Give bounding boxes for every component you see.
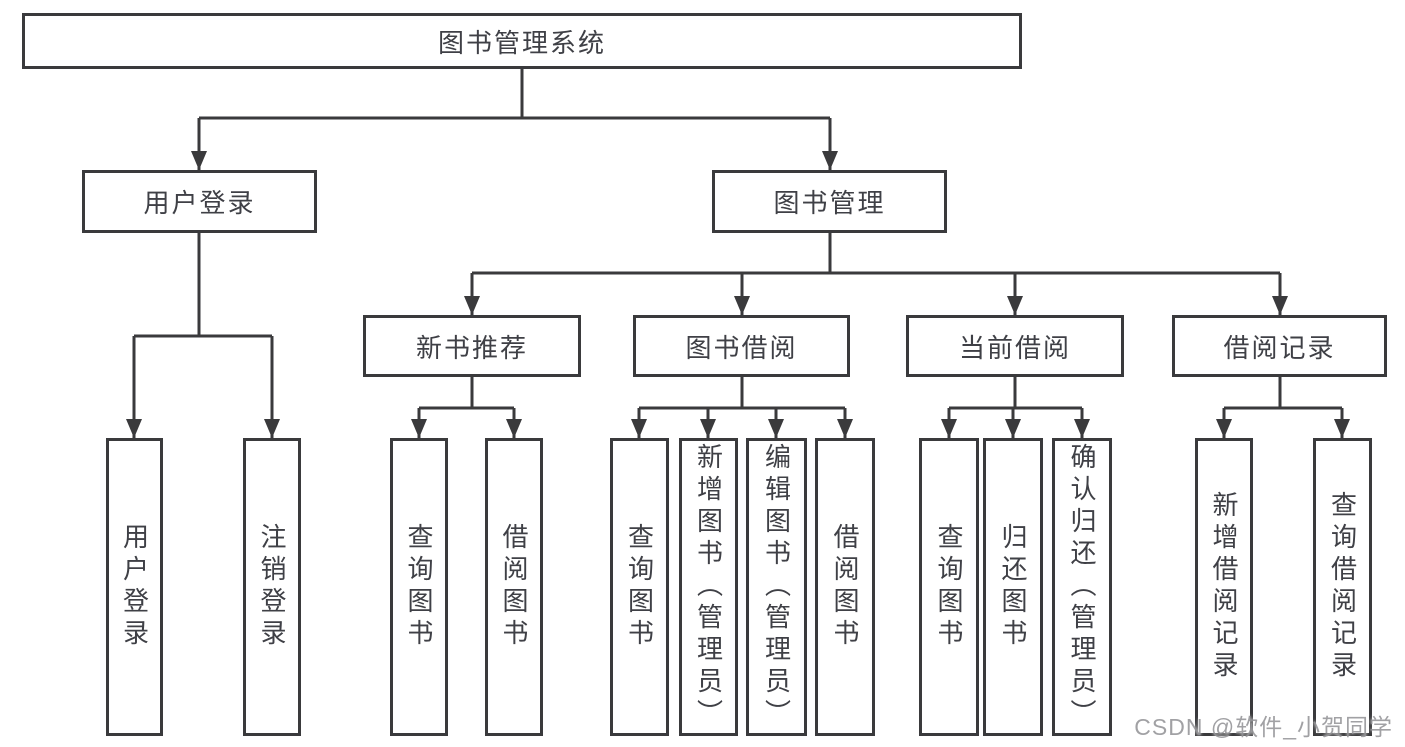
arrowhead: [768, 419, 784, 438]
node-label: 查询借阅记录: [1327, 491, 1358, 683]
leaf-return-book: 归还图书: [983, 438, 1043, 736]
node-label: 图书管理系统: [437, 27, 606, 58]
node-borrow-records: 借阅记录: [1172, 315, 1387, 377]
node-label: 用户登录: [143, 188, 256, 218]
node-label: 注销登录: [257, 523, 287, 651]
node-label: 新书推荐: [415, 332, 528, 363]
node-label: 新增图书（管理员）: [693, 443, 724, 731]
leaf-query-book-borrow: 查询图书: [610, 438, 669, 736]
node-label: 确认归还（管理员）: [1067, 443, 1097, 731]
node-label: 归还图书: [998, 523, 1028, 651]
arrowhead: [822, 151, 838, 170]
arrowhead: [1216, 419, 1232, 438]
csdn-watermark: CSDN @软件_小贺同学: [1134, 714, 1393, 740]
arrowhead: [734, 296, 750, 315]
arrowhead: [941, 419, 957, 438]
arrowhead: [1272, 296, 1288, 315]
leaf-confirm-return-admin: 确认归还（管理员）: [1052, 438, 1112, 736]
arrowhead: [700, 419, 716, 438]
node-label: 当前借阅: [958, 332, 1071, 363]
leaf-borrow-book: 借阅图书: [815, 438, 875, 736]
arrowhead: [411, 419, 427, 438]
arrowhead: [191, 151, 207, 170]
node-library-management-system: 图书管理系统: [22, 13, 1022, 69]
node-current-borrow: 当前借阅: [906, 315, 1124, 377]
node-label: 图书借阅: [685, 332, 798, 363]
leaf-add-book-admin: 新增图书（管理员）: [679, 438, 738, 736]
node-label: 借阅记录: [1223, 332, 1336, 363]
arrowhead: [264, 419, 280, 438]
leaf-borrow-book-recommend: 借阅图书: [485, 438, 543, 736]
leaf-logout-login: 注销登录: [243, 438, 301, 736]
node-label: 图书管理: [773, 188, 886, 218]
node-label: 借阅图书: [830, 523, 860, 651]
arrowhead: [1074, 419, 1090, 438]
arrowhead: [1007, 296, 1023, 315]
arrowhead: [464, 296, 480, 315]
arrowhead: [506, 419, 522, 438]
node-label: 查询图书: [934, 523, 964, 651]
node-book-management: 图书管理: [712, 170, 947, 233]
leaf-edit-book-admin: 编辑图书（管理员）: [746, 438, 807, 736]
arrowhead: [1334, 419, 1350, 438]
arrowhead: [631, 419, 647, 438]
node-user-login: 用户登录: [82, 170, 317, 233]
leaf-add-borrow-record: 新增借阅记录: [1195, 438, 1253, 736]
leaf-user-login: 用户登录: [106, 438, 163, 736]
node-label: 新增借阅记录: [1209, 491, 1239, 683]
leaf-query-borrow-record: 查询借阅记录: [1313, 438, 1372, 736]
node-label: 借阅图书: [499, 523, 529, 651]
node-label: 编辑图书（管理员）: [761, 443, 792, 731]
arrowhead: [126, 419, 142, 438]
arrowhead: [1005, 419, 1021, 438]
leaf-query-book-current: 查询图书: [919, 438, 979, 736]
node-label: 查询图书: [624, 523, 655, 651]
node-book-borrow: 图书借阅: [633, 315, 850, 377]
node-new-book-recommend: 新书推荐: [363, 315, 581, 377]
arrowhead: [837, 419, 853, 438]
node-label: 用户登录: [119, 523, 150, 651]
node-label: 查询图书: [404, 523, 434, 651]
leaf-query-book-recommend: 查询图书: [390, 438, 448, 736]
